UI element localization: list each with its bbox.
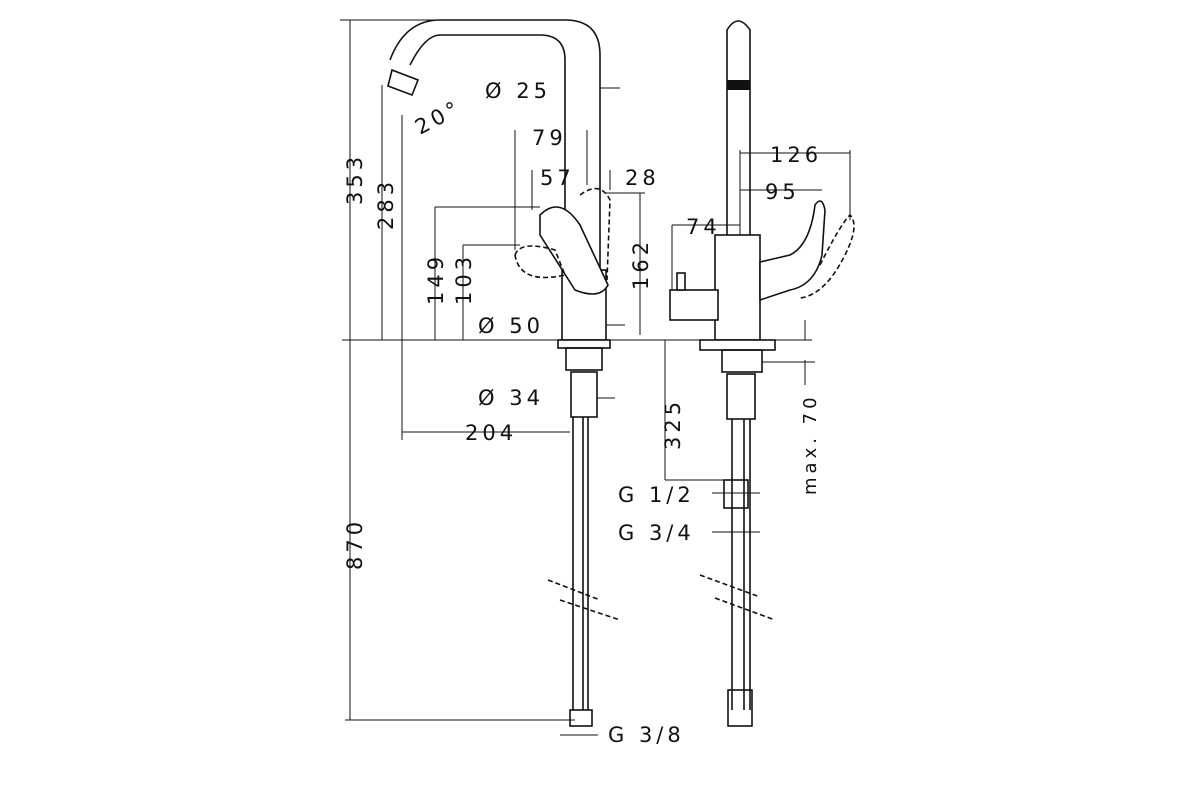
label-diameter-50: Ø 50 [478, 314, 544, 338]
hose-fitting [569, 709, 593, 727]
side-body [714, 234, 761, 341]
label-diameter-25: Ø 25 [485, 79, 551, 103]
label-103: 103 [452, 253, 476, 305]
base-plate [557, 339, 611, 349]
label-204: 204 [465, 421, 517, 445]
label-353: 353 [343, 153, 367, 205]
handle-alt-position [579, 187, 611, 281]
label-870: 870 [343, 518, 367, 570]
side-break-line-2 [714, 597, 776, 621]
dimension-lines [340, 19, 851, 736]
dimension-labels: 353 283 20° Ø 25 79 57 28 149 103 162 Ø … [343, 79, 822, 747]
label-95: 95 [765, 180, 800, 204]
spout-inner [409, 34, 566, 270]
label-149: 149 [424, 253, 448, 305]
label-162: 162 [629, 238, 653, 290]
side-view-faucet [669, 20, 855, 727]
label-g-3-8: G 3/8 [608, 723, 685, 747]
knob-pin [676, 272, 686, 291]
side-nut [721, 349, 763, 373]
label-max-70: max. 70 [800, 393, 821, 495]
label-325: 325 [661, 398, 685, 450]
break-line [547, 579, 601, 601]
spout-outer [389, 19, 601, 270]
label-74: 74 [686, 215, 721, 239]
side-break-line [699, 574, 761, 598]
label-20-deg: 20° [411, 95, 466, 139]
break-line-2 [559, 599, 621, 621]
label-g-1-2: G 1/2 [618, 483, 695, 507]
shank [570, 371, 598, 418]
side-base-plate [699, 339, 776, 351]
side-knob [669, 289, 719, 321]
mounting-nut [565, 347, 603, 371]
label-283: 283 [374, 178, 398, 230]
aerator [387, 68, 420, 97]
side-spout [726, 20, 751, 235]
handle-alt-position-2 [514, 245, 567, 279]
valve-fitting [723, 479, 749, 509]
label-126: 126 [770, 143, 822, 167]
front-view-faucet [342, 19, 812, 727]
label-57: 57 [540, 166, 575, 190]
handle [539, 206, 609, 295]
label-g-3-4: G 3/4 [618, 521, 695, 545]
label-28: 28 [625, 166, 660, 190]
side-handle [759, 200, 826, 302]
side-hose-fitting [727, 689, 753, 727]
aerator-side [727, 80, 750, 90]
side-shank [726, 373, 756, 420]
label-79: 79 [532, 126, 567, 150]
label-diameter-34: Ø 34 [478, 386, 544, 410]
side-handle-alt [799, 213, 855, 299]
